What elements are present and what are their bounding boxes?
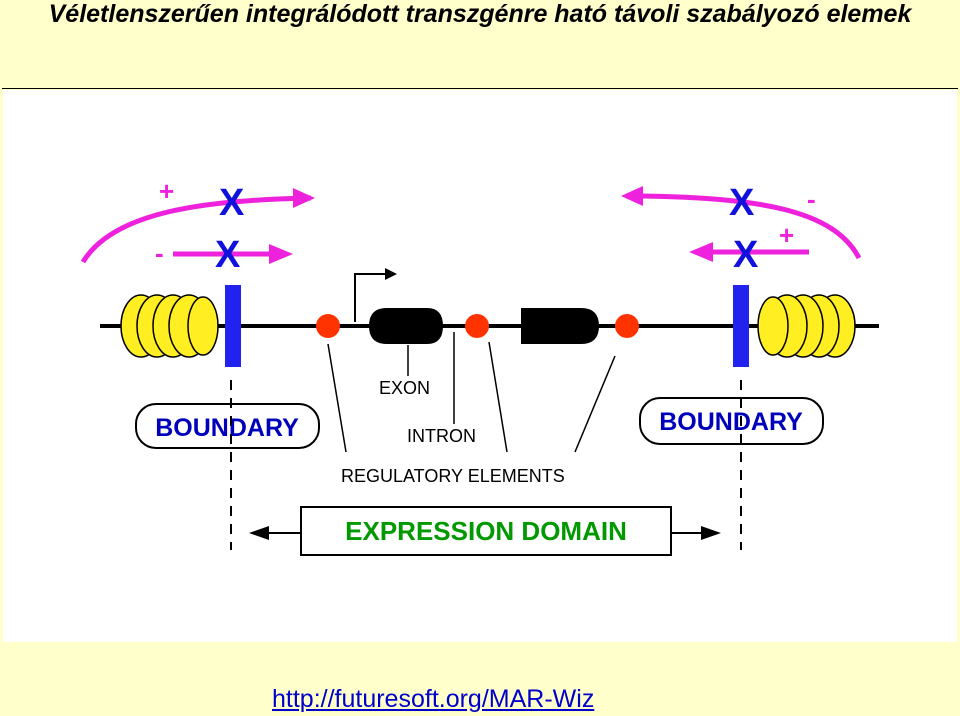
expression-domain-arrow <box>249 526 721 540</box>
right-short-arrowhead <box>689 242 713 262</box>
diagram-panel: + - X X - + X X <box>3 90 957 642</box>
regulatory-element-2 <box>465 314 489 338</box>
right-plus-sign: + <box>779 220 794 250</box>
regulatory-element-1 <box>316 314 340 338</box>
regulatory-element-3 <box>615 314 639 338</box>
chromatin-diagram: + - X X - + X X <box>80 176 879 556</box>
leader-lines <box>327 332 616 453</box>
right-insulation-arrows: - + X X <box>621 182 862 276</box>
right-block-x-top: X <box>729 182 755 224</box>
intron-label: INTRON <box>407 426 476 446</box>
left-curved-arrowhead <box>293 188 315 208</box>
left-boundary-label-box <box>135 403 320 449</box>
exon-1 <box>369 308 443 344</box>
right-curved-arrow <box>642 193 862 260</box>
regulatory-elements-label: REGULATORY ELEMENTS <box>341 466 565 486</box>
exon-2 <box>521 308 599 344</box>
left-plus-sign: + <box>159 176 174 206</box>
expression-domain-box <box>300 506 672 556</box>
nucleosome <box>757 296 789 356</box>
left-minus-sign: - <box>155 238 164 268</box>
exon-label: EXON <box>379 378 430 398</box>
right-boundary-label: BOUNDARY <box>659 408 803 436</box>
source-link[interactable]: http://futuresoft.org/MAR-Wiz <box>272 685 595 713</box>
left-boundary-bar <box>225 285 241 367</box>
promoter-arrow <box>354 268 397 322</box>
nucleosome <box>187 296 219 356</box>
right-boundary-bar <box>733 285 749 367</box>
slide-title: Véletlenszerűen integrálódott transzgénr… <box>48 0 912 28</box>
expression-domain-label: EXPRESSION DOMAIN <box>345 516 627 546</box>
left-nucleosomes <box>120 294 219 358</box>
right-boundary-label-box <box>639 397 824 445</box>
right-block-x-bottom: X <box>733 234 759 276</box>
title-divider <box>2 88 958 89</box>
right-minus-sign: - <box>807 184 816 214</box>
left-block-x-bottom: X <box>215 234 241 276</box>
left-boundary-label: BOUNDARY <box>155 414 299 442</box>
right-curved-arrowhead <box>621 186 643 206</box>
left-insulation-arrows: + - X X <box>80 176 315 276</box>
left-curved-arrow <box>80 195 312 264</box>
left-block-x-top: X <box>219 182 245 224</box>
right-nucleosomes <box>757 294 856 358</box>
left-short-arrowhead <box>269 244 293 264</box>
